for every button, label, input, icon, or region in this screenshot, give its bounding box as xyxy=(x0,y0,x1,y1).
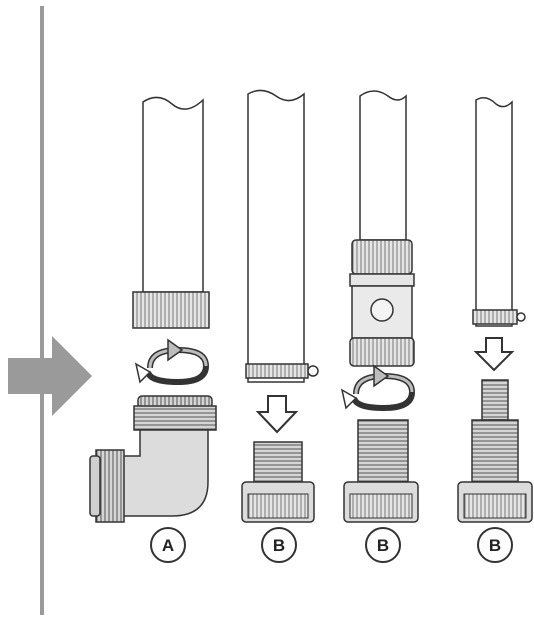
rotate-arrow-icon xyxy=(134,338,209,386)
threaded-fitting xyxy=(343,419,419,523)
label-b1: B xyxy=(273,536,285,555)
label-b3-badge: B xyxy=(477,527,513,563)
straight-fitting xyxy=(241,441,315,523)
hose-b3 xyxy=(475,97,513,327)
hose-b3-group: B xyxy=(457,97,533,563)
hose-clamp xyxy=(245,363,309,379)
rotate-arrow-b-icon xyxy=(340,364,415,412)
hose-b1-group: B xyxy=(241,89,319,563)
label-a-badge: A xyxy=(150,527,186,563)
hose-a-group: A xyxy=(89,96,217,563)
hose-clamp-small xyxy=(472,309,518,325)
label-b3: B xyxy=(489,536,501,555)
hose-b2 xyxy=(359,90,407,241)
label-b2: B xyxy=(377,536,389,555)
hose-b1 xyxy=(247,89,305,383)
quick-connector xyxy=(349,239,415,367)
label-b1-badge: B xyxy=(261,527,297,563)
hose-a xyxy=(142,96,204,293)
label-b2-badge: B xyxy=(365,527,401,563)
stepped-fitting xyxy=(457,379,533,523)
hose-b2-group: B xyxy=(340,90,419,563)
step-arrow-icon xyxy=(8,336,92,416)
hose-a-nut xyxy=(132,291,210,329)
down-arrow-icon xyxy=(255,395,299,434)
label-a: A xyxy=(162,536,174,555)
down-arrow-b3-icon xyxy=(473,337,515,372)
elbow-fitting xyxy=(89,395,217,523)
